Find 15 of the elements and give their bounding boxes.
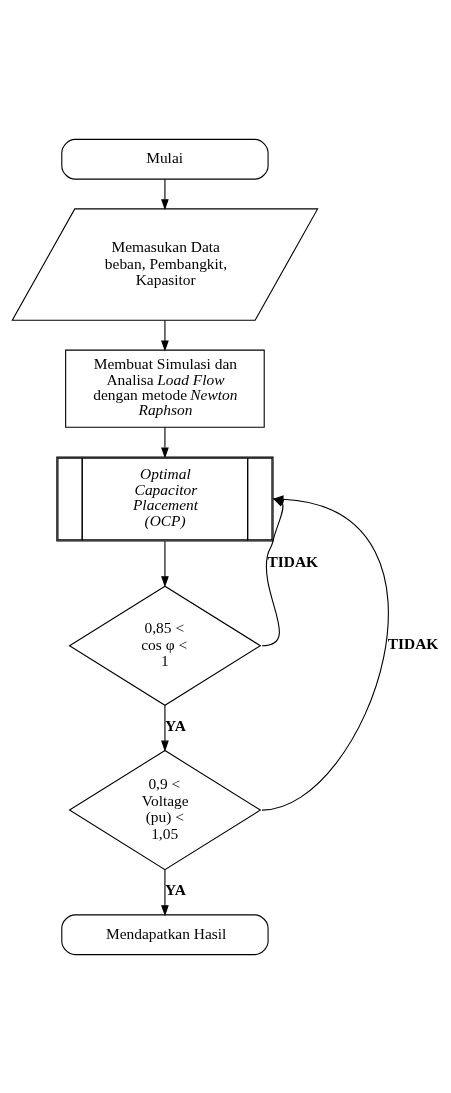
edge-label: YA [164, 880, 186, 898]
node-diamond: 0,9 < Voltage (pu) < 1,05 [68, 749, 262, 870]
node-box: Mendapatkan Hasil [61, 913, 269, 955]
arrow [161, 178, 169, 210]
edge-label: TIDAK [267, 552, 319, 570]
arrow [161, 540, 169, 587]
arrow [161, 704, 169, 752]
edge-label: TIDAK [387, 634, 439, 652]
node-box: Membuat Simulasi dan Analisa Load Flow dengan metode Newton Raphson [65, 349, 265, 428]
arrow [161, 426, 169, 458]
arrow [161, 868, 169, 916]
arrow [161, 319, 169, 351]
node-box: Mulai [61, 138, 269, 180]
edge-label: YA [164, 716, 186, 734]
node-diamond: 0,85 < cos φ < 1 [68, 585, 262, 706]
